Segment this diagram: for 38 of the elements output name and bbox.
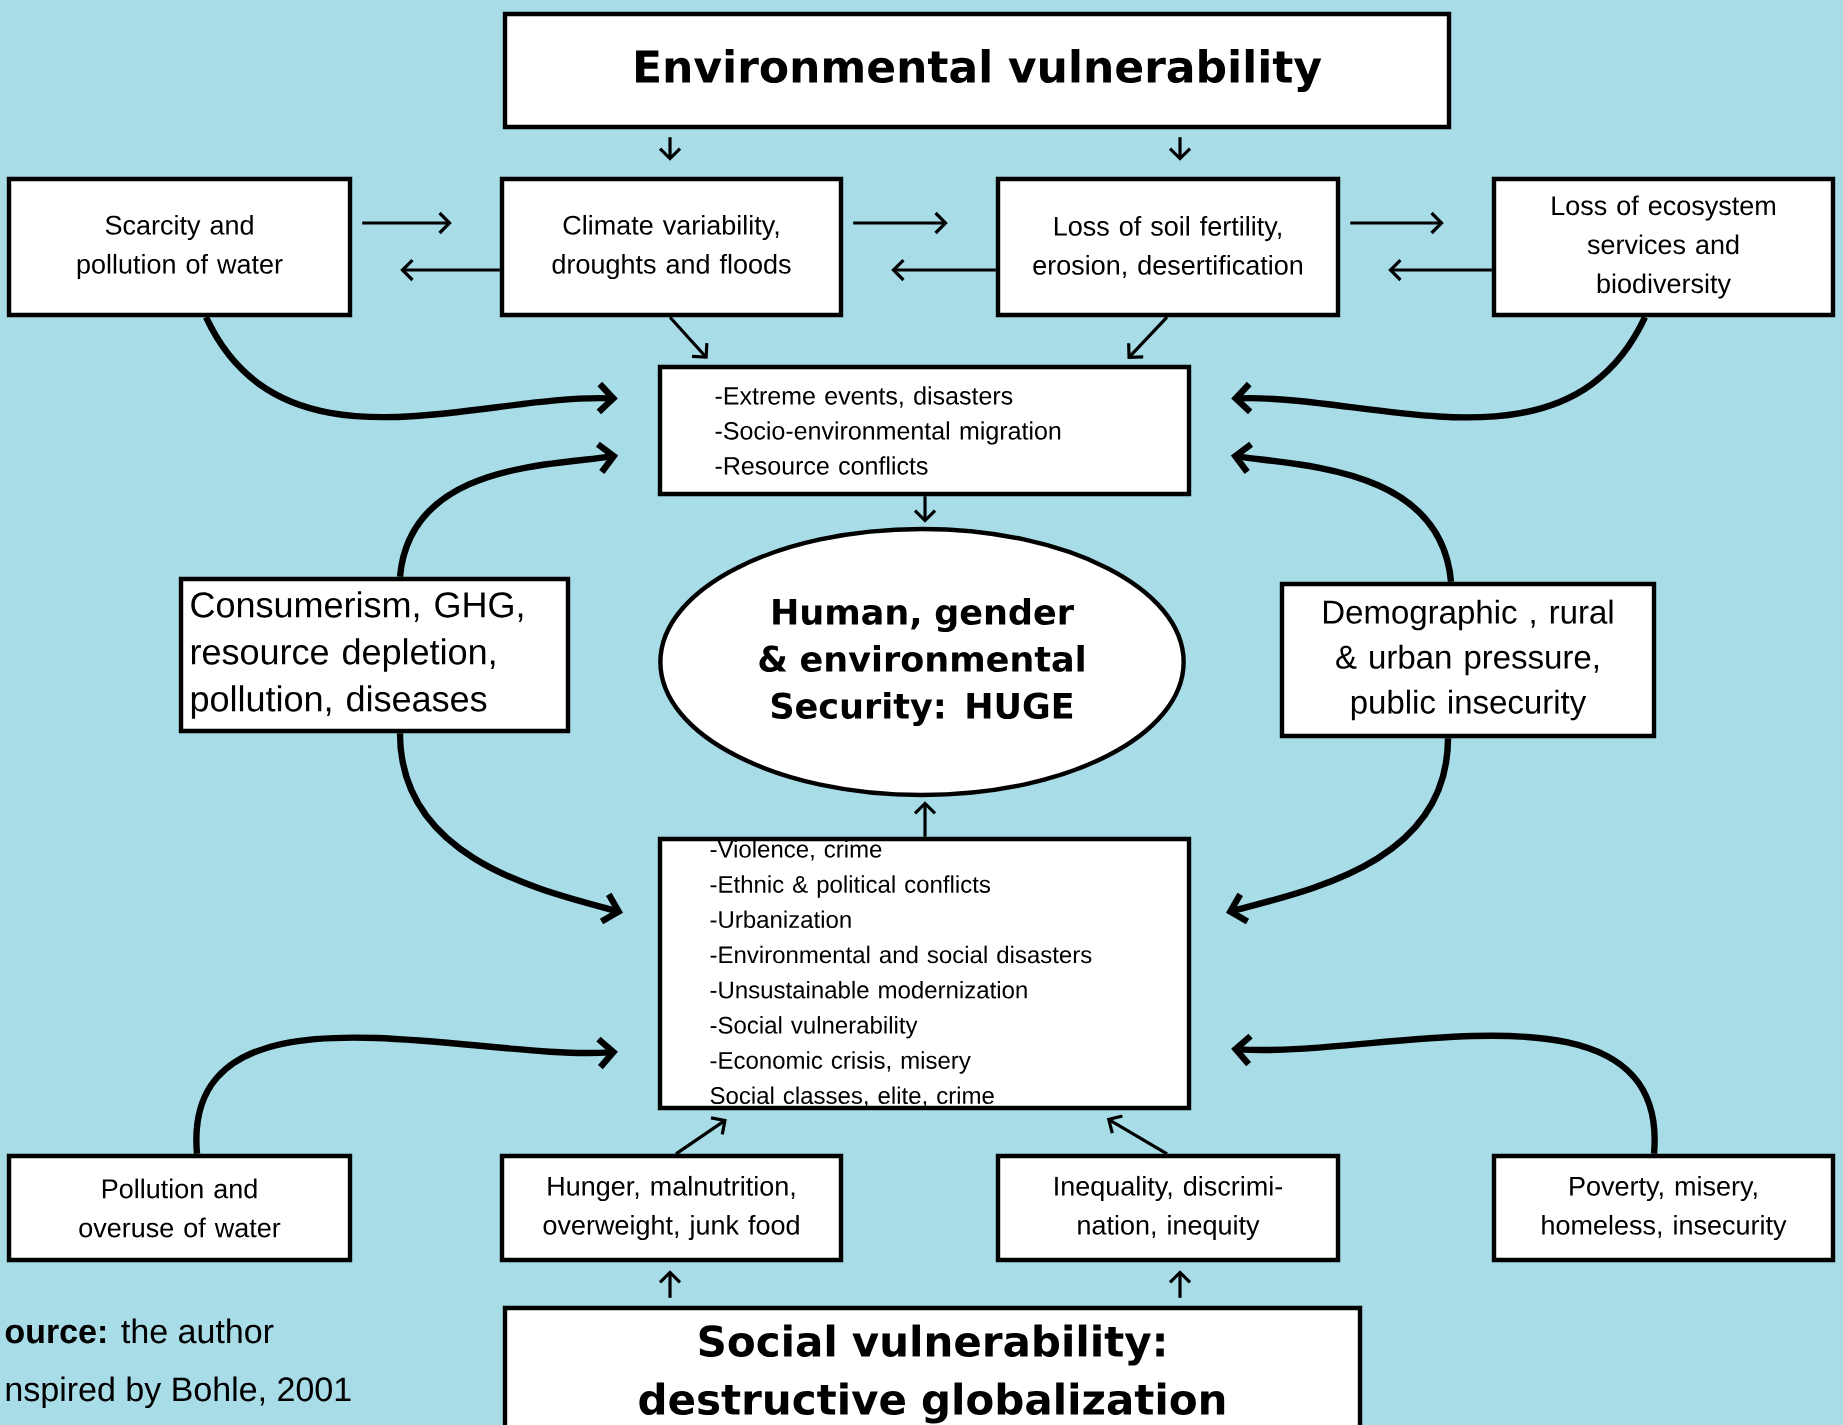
arrow xyxy=(891,258,996,282)
source-note: nspired by Bohle, 2001 xyxy=(6,1376,351,1409)
cause-box: Hunger, malnutrition, overweight, junk food xyxy=(499,1153,844,1263)
effects-box: -Violence, crime -Ethnic & political conflicts -Urbanization -Environmental and social disasters -Unsustainable modernization -Social vulnerability -Economic crisis, misery Social classes, elite, crime xyxy=(657,836,1192,1111)
arrow xyxy=(853,211,948,235)
curved-arrow xyxy=(1226,737,1452,925)
curved-arrow xyxy=(396,732,624,925)
cause-box: Pollution and overuse of water xyxy=(6,1153,353,1263)
arrow xyxy=(913,496,937,523)
arrow xyxy=(1106,1114,1168,1156)
cause-box: Scarcity and pollution of water xyxy=(6,176,353,318)
arrow xyxy=(658,1270,682,1298)
curved-arrow xyxy=(1231,1032,1658,1154)
curved-arrow xyxy=(203,315,618,421)
driver-box: Consumerism, GHG, resource depletion, pollution, diseases xyxy=(178,576,571,734)
curved-arrow xyxy=(1230,441,1455,583)
cause-box: Loss of soil fertility, erosion, desertification xyxy=(995,176,1341,318)
arrow xyxy=(1127,316,1169,359)
driver-box: Demographic , rural & urban pressure, public insecurity xyxy=(1279,581,1657,739)
cause-box: Loss of ecosystem services and biodiversity xyxy=(1491,176,1836,318)
source-note: ource: the author xyxy=(5,1318,274,1344)
curved-arrow xyxy=(396,441,619,578)
title-box: Environmental vulnerability xyxy=(502,11,1452,130)
arrow xyxy=(362,211,452,235)
arrow xyxy=(400,258,500,282)
curved-arrow xyxy=(193,1034,618,1154)
cause-box: Inequality, discrimi- nation, inequity xyxy=(995,1153,1341,1263)
cause-box: Climate variability, droughts and floods xyxy=(499,176,844,318)
arrow xyxy=(1168,1270,1192,1298)
effects-box: -Extreme events, disasters -Socio-environmental migration -Resource conflicts xyxy=(657,364,1192,497)
curved-arrow xyxy=(1231,315,1648,421)
arrow xyxy=(668,316,709,359)
arrow xyxy=(913,801,937,837)
title-box: Social vulnerability: destructive globalization xyxy=(502,1305,1363,1425)
arrow xyxy=(675,1116,727,1156)
arrow xyxy=(1350,211,1444,235)
arrow xyxy=(1388,258,1492,282)
cause-box: Poverty, misery, homeless, insecurity xyxy=(1491,1153,1836,1263)
